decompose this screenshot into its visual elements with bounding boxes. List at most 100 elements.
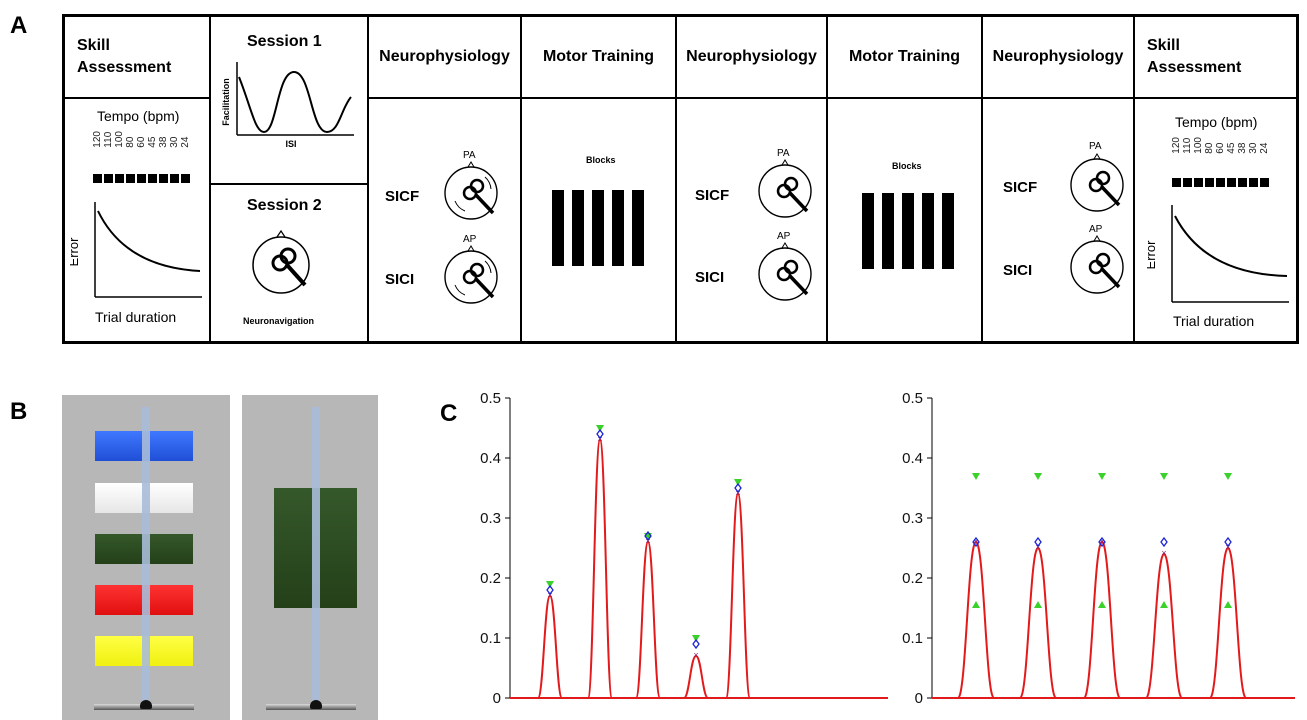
peak-marker: × [1099, 536, 1104, 546]
sicf-label: SICF [695, 187, 730, 204]
force-peak [957, 540, 995, 699]
diamond-marker [1224, 536, 1232, 548]
target-marker [734, 479, 742, 486]
force-peak [725, 492, 751, 699]
panel-label-c: C [440, 400, 458, 427]
timeline-col-neuro-1: Neurophysiology SICF SICI PA AP [369, 17, 522, 341]
diamond-marker [734, 482, 742, 494]
neuronavigation-caption: Neuronavigation [243, 316, 315, 326]
target-marker [1034, 473, 1042, 480]
force-trace-chart-constant: 00.10.20.30.40.5××××× [902, 390, 1295, 707]
cursor-marker [310, 700, 322, 709]
neurophysiology-header: Neurophysiology [983, 17, 1133, 99]
target-marker [1160, 473, 1168, 480]
error-axis-label: Error [70, 237, 81, 267]
diamond-marker [644, 530, 652, 542]
force-peak [635, 540, 661, 699]
task-screen-single [242, 395, 378, 720]
lower-marker [972, 601, 980, 608]
diamond-marker [1034, 536, 1042, 548]
y-tick-label: 0 [915, 690, 923, 707]
y-tick-label: 0.4 [902, 450, 923, 467]
sicf-label: SICF [385, 188, 420, 205]
sici-label: SICI [1003, 262, 1033, 279]
target-marker [692, 635, 700, 642]
target-marker [972, 473, 980, 480]
neurophysiology-header: Neurophysiology [677, 17, 826, 99]
panel-label-a: A [10, 12, 28, 39]
task-screen-sequence [62, 395, 230, 720]
y-tick-label: 0.5 [480, 390, 501, 407]
y-tick-label: 0.5 [902, 390, 923, 407]
force-peak [587, 438, 613, 699]
y-tick-label: 0.1 [480, 630, 501, 647]
blocks-label: Blocks [892, 161, 922, 171]
timeline-col-neuro-2: Neurophysiology SICF SICI PA AP [677, 17, 828, 341]
ap-coil-icon [444, 245, 498, 304]
panel-label-b: B [10, 398, 28, 425]
sicf-label: SICF [1003, 179, 1038, 196]
tempo-label: Tempo (bpm) [97, 108, 180, 124]
force-peak [1209, 546, 1247, 699]
tempo-blocks [1172, 178, 1269, 187]
y-tick-label: 0.2 [902, 570, 923, 587]
target-marker [596, 425, 604, 432]
y-tick-label: 0 [493, 690, 501, 707]
blocks-label: Blocks [586, 155, 616, 165]
ap-label: AP [463, 234, 477, 245]
error-curve-plot: Error [70, 202, 202, 298]
diamond-marker [596, 428, 604, 440]
diamond-marker [546, 584, 554, 596]
tempo-blocks [93, 174, 190, 183]
diamond-marker [972, 536, 980, 548]
sici-label: SICI [385, 271, 415, 288]
cursor-rail [142, 407, 150, 702]
force-peak [1083, 540, 1121, 699]
pa-coil-icon [444, 161, 498, 220]
pa-coil-icon [758, 159, 812, 218]
peak-marker: × [973, 536, 978, 546]
target-marker [1098, 473, 1106, 480]
pa-label: PA [1089, 141, 1102, 152]
force-trace-chart-sequence: 00.10.20.30.40.5××××× [480, 390, 888, 707]
force-peak [537, 594, 563, 699]
session-2-title: Session 2 [247, 197, 322, 214]
neurophysiology-header: Neurophysiology [369, 17, 520, 99]
y-tick-label: 0.3 [902, 510, 923, 527]
force-peak [683, 654, 709, 699]
lower-marker [1098, 601, 1106, 608]
motor-training-header: Motor Training [522, 17, 675, 99]
force-peak [1145, 552, 1183, 699]
sici-label: SICI [695, 269, 725, 286]
lower-marker [1034, 601, 1042, 608]
y-tick-label: 0.2 [480, 570, 501, 587]
ap-label: AP [777, 231, 791, 242]
training-blocks [552, 190, 644, 266]
trial-duration-label: Trial duration [95, 309, 177, 325]
ap-coil-icon [1070, 235, 1124, 294]
cursor-marker [140, 700, 152, 709]
lower-marker [1224, 601, 1232, 608]
timeline-col-neuro-3: Neurophysiology SICF SICI PA AP [983, 17, 1135, 341]
pa-label: PA [777, 148, 790, 159]
error-axis-label: Error [1147, 240, 1158, 270]
timeline-col-sessions: Session 1 Facilitation ISI Session 2 Neu… [211, 17, 369, 341]
facilitation-isi-plot: Facilitation ISI [221, 62, 354, 149]
training-blocks [862, 193, 954, 269]
pa-label: PA [463, 150, 476, 161]
y-tick-label: 0.4 [480, 450, 501, 467]
tempo-label: Tempo (bpm) [1175, 114, 1258, 130]
isi-axis-label: ISI [285, 139, 296, 149]
session-1-title: Session 1 [247, 33, 322, 50]
trial-duration-label: Trial duration [1173, 313, 1255, 329]
diamond-marker [692, 638, 700, 650]
target-marker [546, 581, 554, 588]
ap-label: AP [1089, 224, 1103, 235]
facilitation-axis-label: Facilitation [221, 78, 231, 126]
force-peak [1019, 546, 1057, 699]
